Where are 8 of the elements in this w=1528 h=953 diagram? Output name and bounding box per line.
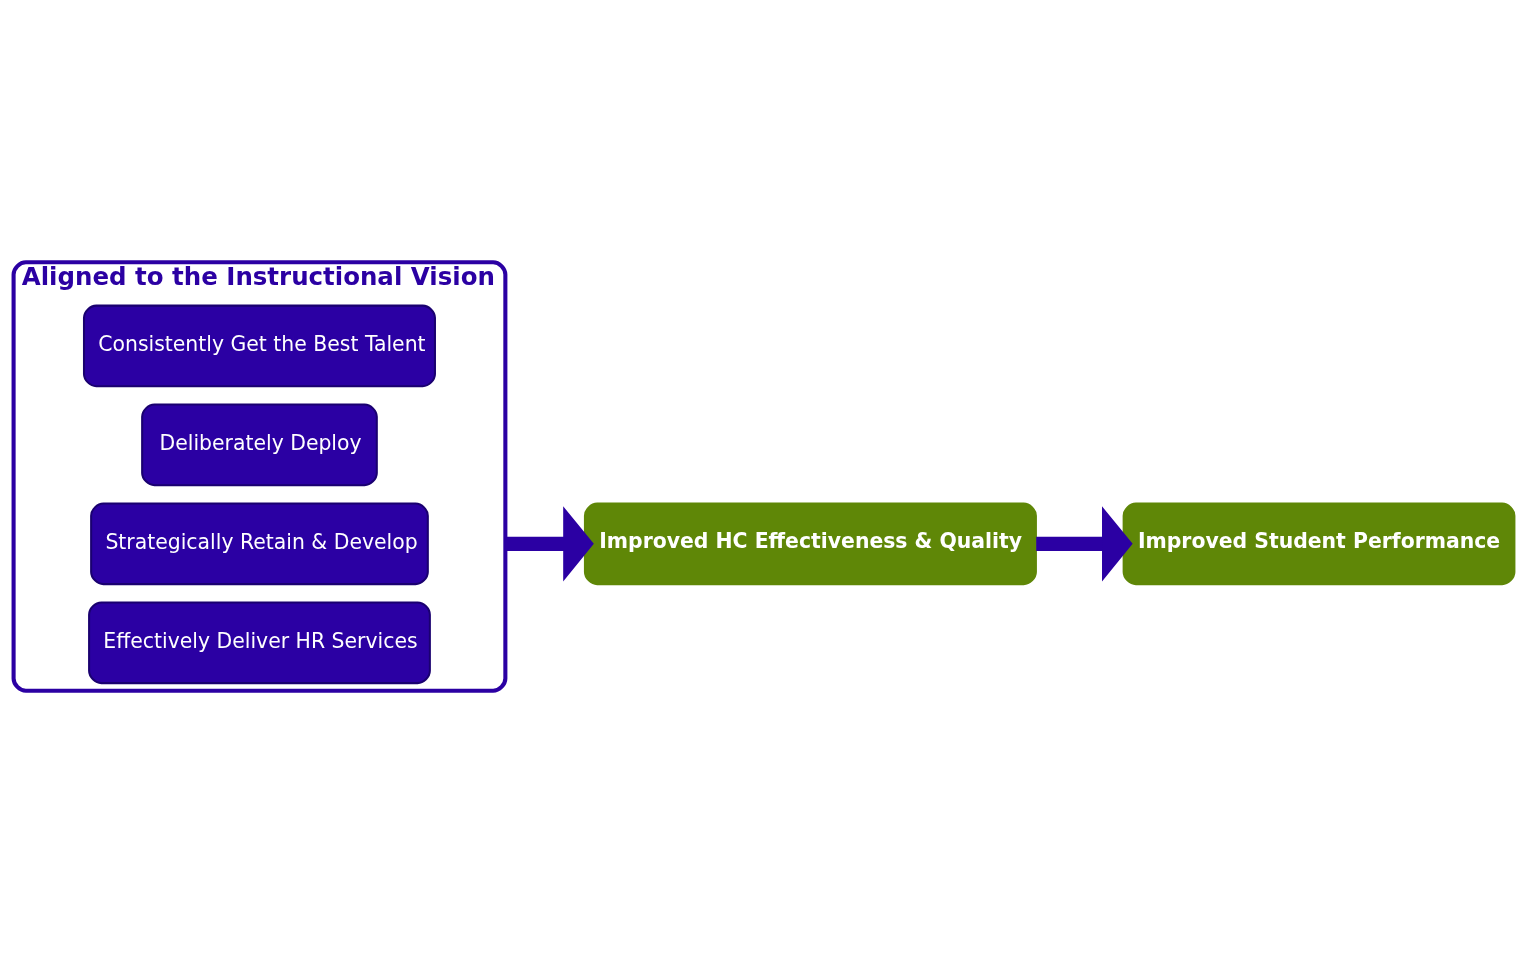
- node-box: Effectively Deliver HR Services: [88, 601, 431, 685]
- arrow: [1036, 506, 1133, 582]
- node-box: Strategically Retain & Develop: [90, 502, 429, 586]
- node-box: Deliberately Deploy: [141, 403, 378, 487]
- node-box: Improved HC Effectiveness & Quality: [583, 502, 1037, 586]
- node-box: Improved Student Performance: [1122, 502, 1516, 586]
- arrow: [505, 506, 594, 582]
- node-box: Consistently Get the Best Talent: [82, 304, 436, 388]
